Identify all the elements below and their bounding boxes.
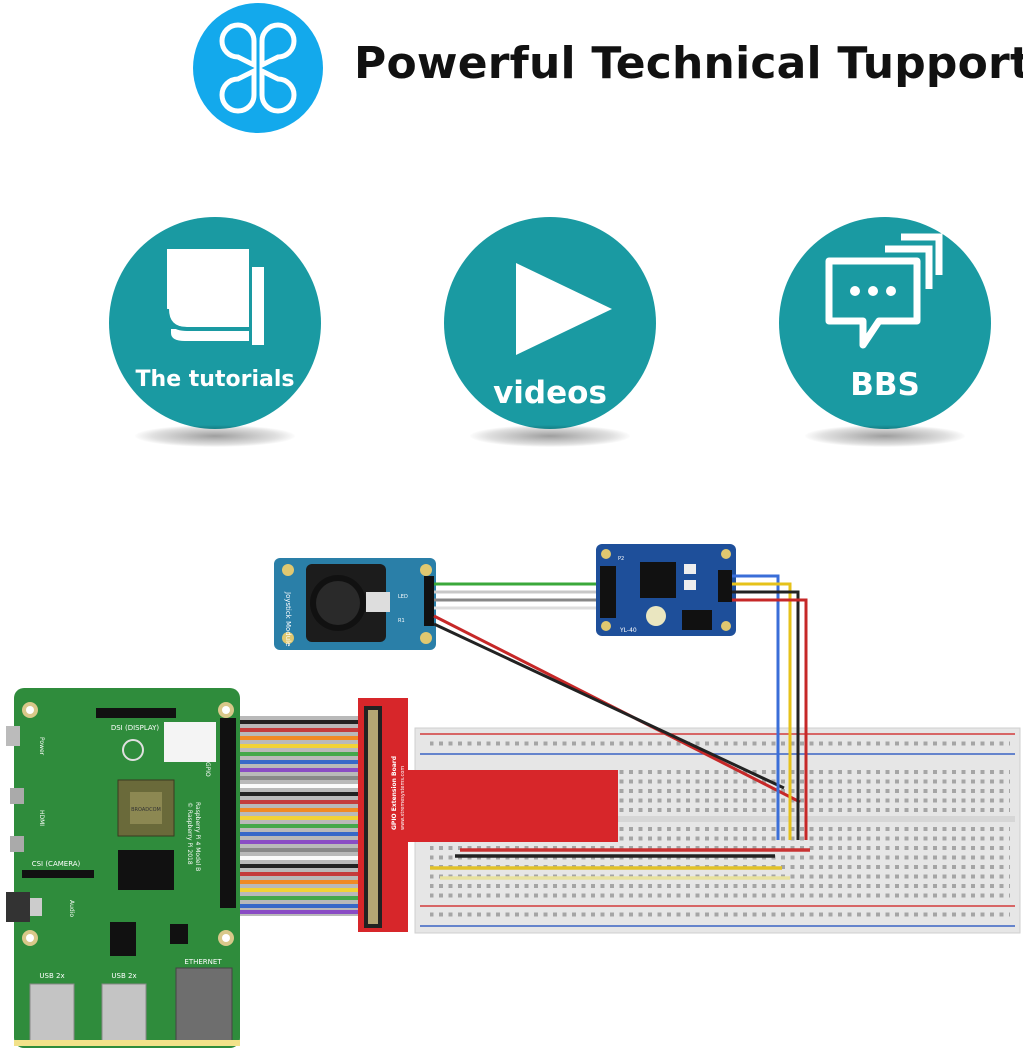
adc-label-p2: P2 [618,556,624,562]
shadow [805,425,965,447]
shadow [135,425,295,447]
feature-label: BBS [850,367,920,403]
copyright-label: © Raspberry Pi 2018 [186,802,193,865]
jumper-wires [433,574,808,840]
logo [193,3,323,133]
audio-label: Audio [68,900,75,917]
joystick-r1: R1 [398,618,405,624]
ribbon-cable [240,716,360,916]
feature-tutorials[interactable]: The tutorials [109,217,321,447]
adc-module: YL-40 P2 [596,544,736,636]
header: Powerful Technical Tupport [0,0,1023,140]
hdmi-label: HDMI [38,810,45,826]
wiring-diagram: DSI (DISPLAY) BROADCOM CSI (CAMERA) Powe… [6,544,1021,1048]
chat-bubbles-icon [825,233,943,349]
play-icon [516,263,612,355]
power-label: Power [38,737,45,756]
adc-name: YL-40 [619,627,637,634]
feature-bbs[interactable]: BBS [779,217,991,447]
usb-label-1: USB 2x [39,972,64,980]
feature-label: videos [493,375,607,411]
book-icon [165,249,264,345]
shadow [470,425,630,447]
four-leaf-clover-icon [219,22,297,114]
usb-label-2: USB 2x [111,972,136,980]
gpio-extension-board: GPIO Extension Board www.xtremesystems.c… [358,698,618,932]
ethernet-label: ETHERNET [184,958,222,966]
feature-label: The tutorials [135,367,295,392]
raspberry-pi-board: DSI (DISPLAY) BROADCOM CSI (CAMERA) Powe… [6,688,240,1048]
joystick-title: Joystick Module [284,591,292,646]
dsi-label: DSI (DISPLAY) [111,724,160,732]
soc-label: BROADCOM [131,807,161,813]
breadboard-wires [430,848,810,880]
joystick-led: LED [398,594,408,600]
gpio-label: GPIO [204,762,211,777]
feature-videos[interactable]: videos [444,217,656,447]
extension-board-url: www.xtremesystems.com [400,766,406,830]
csi-label: CSI (CAMERA) [32,860,81,868]
page-title: Powerful Technical Tupport [354,38,1023,89]
extension-board-title: GPIO Extension Board [391,756,398,830]
joystick-module: Joystick Module LED R1 [274,558,436,650]
model-label: Raspberry Pi 4 Model B [194,802,201,871]
